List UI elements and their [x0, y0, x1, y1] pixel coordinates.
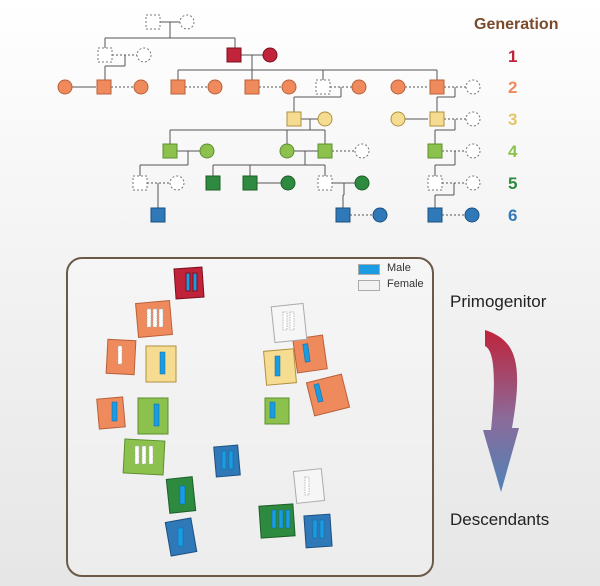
primogenitor-to-descendants-arrow — [483, 330, 519, 492]
generation-6-label: 6 — [508, 206, 518, 225]
male-legend-label: Male — [387, 262, 411, 274]
generation-2-label: 2 — [508, 78, 518, 97]
sample-gen6-3 — [303, 513, 333, 549]
sample-unknown-1 — [270, 302, 308, 344]
sample-gen1-1 — [173, 266, 205, 300]
generation-1-label: 1 — [508, 47, 518, 66]
sample-gen6-1 — [213, 444, 241, 478]
generation-4-label: 4 — [508, 142, 518, 161]
sample-gen4-1 — [137, 397, 169, 435]
primogenitor-label: Primogenitor — [450, 292, 547, 311]
female-legend-swatch — [358, 280, 380, 291]
sample-gen2-4 — [305, 373, 351, 417]
pedigree-tree — [57, 14, 481, 223]
generation-5-label: 5 — [508, 174, 518, 193]
sample-panel — [66, 257, 434, 577]
male-legend-swatch — [358, 264, 380, 275]
descendants-label: Descendants — [450, 510, 550, 529]
female-legend-label: Female — [387, 278, 424, 290]
sample-gen2-5 — [96, 396, 126, 430]
generation-heading: Generation — [474, 16, 559, 33]
sample-gen4-3 — [264, 397, 290, 425]
sample-gen2-3 — [292, 334, 328, 374]
generation-3-label: 3 — [508, 110, 518, 129]
